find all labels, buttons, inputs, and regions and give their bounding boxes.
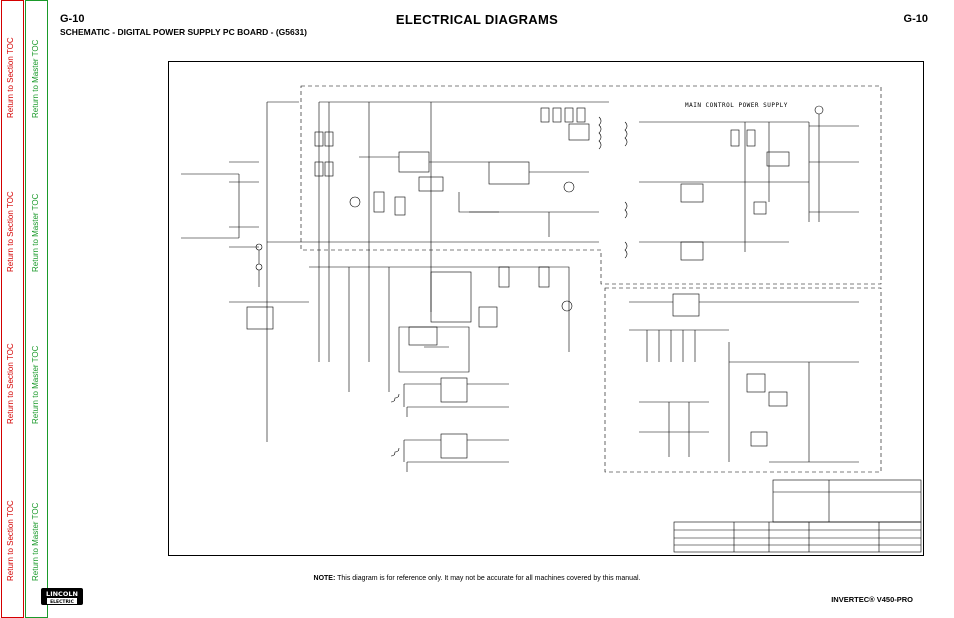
note-label: NOTE: (313, 575, 336, 582)
main-control-power-supply-label: MAIN CONTROL POWER SUPPLY (685, 102, 788, 109)
page-subtitle: SCHEMATIC - DIGITAL POWER SUPPLY PC BOAR… (60, 27, 308, 37)
logo-text-electric: ELECTRIC (50, 599, 75, 605)
schematic-drawing: MAIN CONTROL POWER SUPPLY (181, 85, 922, 553)
schematic-diagram: MAIN CONTROL POWER SUPPLY (168, 61, 924, 556)
note-text: This diagram is for reference only. It m… (335, 575, 641, 582)
sidebar-toc: Return to Section TOC Return to Master T… (0, 0, 48, 618)
return-to-section-toc-link-2[interactable]: Return to Section TOC (6, 191, 15, 272)
page-number-right: G-10 (903, 13, 928, 25)
page-title: ELECTRICAL DIAGRAMS (395, 12, 559, 27)
logo-text-lincoln: LINCOLN (46, 590, 78, 598)
model-name: INVERTEC® V450-PRO (831, 595, 913, 604)
return-to-master-toc-link-1[interactable]: Return to Master TOC (31, 39, 40, 118)
lincoln-electric-logo: LINCOLN ELECTRIC (41, 588, 83, 605)
return-to-master-toc-link-3[interactable]: Return to Master TOC (31, 345, 40, 424)
page-number-left: G-10 (60, 13, 85, 25)
return-to-section-toc-link-1[interactable]: Return to Section TOC (6, 37, 15, 118)
return-to-section-toc-link-4[interactable]: Return to Section TOC (6, 500, 15, 581)
return-to-master-toc-link-4[interactable]: Return to Master TOC (31, 502, 40, 581)
return-to-section-toc-link-3[interactable]: Return to Section TOC (6, 343, 15, 424)
reference-note: NOTE: This diagram is for reference only… (0, 575, 954, 582)
return-to-master-toc-link-2[interactable]: Return to Master TOC (31, 193, 40, 272)
